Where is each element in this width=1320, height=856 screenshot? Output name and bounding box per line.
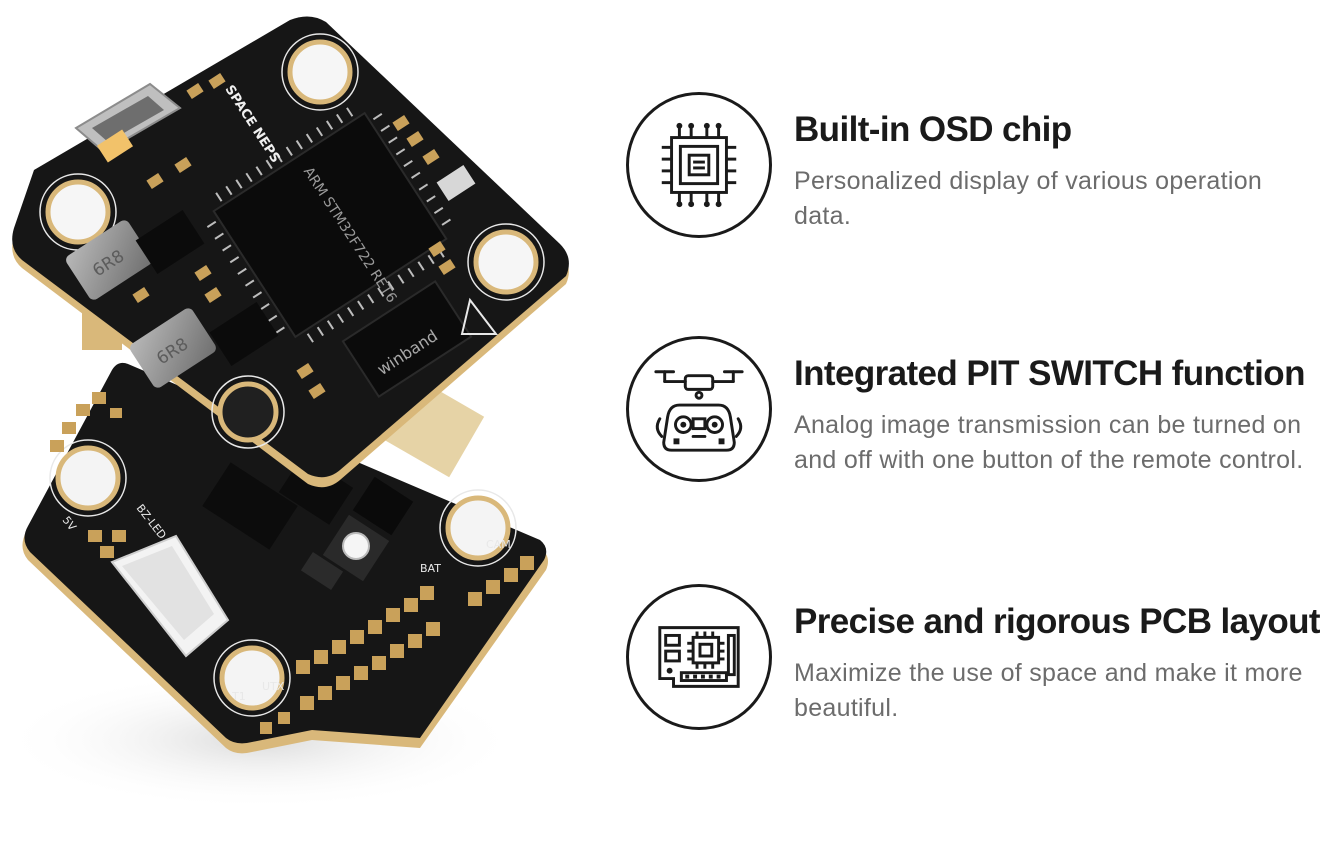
ic-chip <box>135 209 205 275</box>
orientation-arrow <box>460 297 499 335</box>
mount-hole <box>281 33 359 111</box>
mount-hole <box>211 375 285 449</box>
ic-chip <box>202 462 298 550</box>
mount-hole <box>439 489 517 567</box>
feature-description: Personalized display of various operatio… <box>794 167 1263 230</box>
mcu-chip: ARM STM32F722 RET6 <box>206 107 451 343</box>
svg-text:T1: T1 <box>231 690 246 703</box>
drone-remote-icon <box>654 370 744 452</box>
transistor <box>300 551 344 591</box>
flight-controller-image: BZ-LED 5V T1 UTX BAT CAM <box>0 0 600 856</box>
power-chip <box>352 476 414 536</box>
feature-description: Maximize the use of space and make it mo… <box>794 659 1303 722</box>
flight-controller-illustration: BZ-LED 5V T1 UTX BAT CAM <box>0 16 569 810</box>
feature-title: Integrated PIT SWITCH function <box>794 354 1305 393</box>
svg-text:UTX: UTX <box>262 680 285 693</box>
feature-description: Analog image transmission can be turned … <box>794 411 1304 474</box>
ic-chip <box>209 301 279 367</box>
push-button <box>322 514 390 582</box>
feature-title: Precise and rigorous PCB layout <box>794 602 1320 641</box>
upper-board: ARM STM32F722 RET6 winband 6R8 6R8 <box>12 16 569 488</box>
crystal <box>436 165 476 201</box>
lower-board: BZ-LED 5V T1 UTX BAT CAM <box>22 362 548 754</box>
inductor: 6R8 <box>130 308 216 388</box>
pcb-board-icon <box>658 626 740 688</box>
mount-hole <box>49 439 127 517</box>
usb-port <box>74 82 182 154</box>
svg-text:BAT: BAT <box>420 562 441 575</box>
feature-icon-badge <box>626 584 772 730</box>
svg-text:CAM: CAM <box>486 538 511 551</box>
feature-pit-switch: Integrated PIT SWITCH function Analog im… <box>626 336 1316 486</box>
jst-connector <box>110 534 230 658</box>
mount-hole <box>467 223 545 301</box>
solder-pads <box>50 392 534 734</box>
feature-icon-badge <box>626 336 772 482</box>
feature-osd-chip: Built-in OSD chip Personalized display o… <box>626 92 1316 242</box>
chip-icon <box>661 122 737 208</box>
mount-hole <box>213 639 291 717</box>
mount-hole <box>39 173 117 251</box>
inductor: 6R8 <box>66 220 152 300</box>
feature-title: Built-in OSD chip <box>794 110 1072 149</box>
feature-pcb-layout: Precise and rigorous PCB layout Maximize… <box>626 584 1320 734</box>
led <box>96 129 134 163</box>
feature-icon-badge <box>626 92 772 238</box>
